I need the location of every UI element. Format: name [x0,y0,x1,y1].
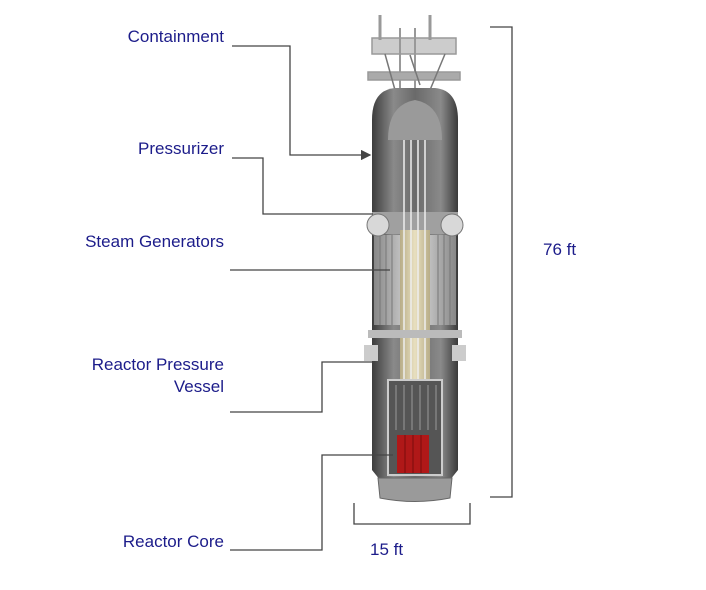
label-reactor-pressure-vessel: Reactor Pressure Vessel [92,354,224,398]
label-reactor-core: Reactor Core [122,532,224,551]
label-rpv-line1: Reactor Pressure [91,355,224,374]
width-bracket [353,503,471,525]
support-skirt [377,477,453,502]
label-rpv-line2: Vessel [173,377,224,396]
label-steam-generators: Steam Generators [85,232,224,251]
reactor-core-leader-line [230,454,393,551]
label-containment: Containment [127,27,224,46]
pressurizer-leader-line [232,157,373,215]
height-bracket [490,26,513,498]
containment-leader-line [232,45,372,161]
reactor-module [364,15,466,502]
width-dimension: 15 ft [370,540,404,559]
top-platform [367,15,461,91]
pressurizer-region [372,212,458,234]
height-dimension: 76 ft [543,240,577,259]
rpv-leader-line [230,361,375,413]
label-pressurizer: Pressurizer [138,139,224,158]
